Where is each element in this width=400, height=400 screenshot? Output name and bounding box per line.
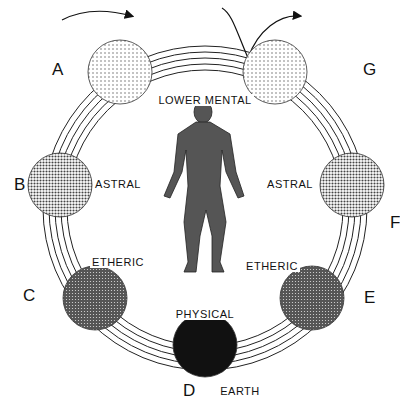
sphere-letter: G [363,60,376,80]
sphere-shape [172,312,238,378]
plane-label: PHYSICAL [174,308,236,320]
sphere-letter: F [390,213,400,233]
sphere-shape [87,39,153,105]
sphere-shape [27,152,93,218]
sphere-letter: E [364,288,375,308]
plane-label: ASTRAL [93,178,143,190]
orbit-sphere: D [172,312,238,378]
plane-label: EARTH [218,385,262,397]
sphere-letter: B [14,175,25,195]
sphere-letter: A [52,60,63,80]
sphere-shape [319,152,385,218]
plane-label: ASTRAL [265,178,315,190]
sphere-shape [279,265,345,331]
orbit-sphere: C [62,265,128,331]
orbit-sphere: E [279,265,345,331]
orbit-sphere: F [319,152,385,218]
sphere-letter: C [23,286,35,306]
human-figure [164,101,244,272]
plane-label: ETHERIC [244,260,300,272]
orbit-sphere: B [27,152,93,218]
sphere-letter: D [183,381,195,400]
sphere-shape [62,265,128,331]
plane-label: ETHERIC [90,256,146,268]
plane-label: LOWER MENTAL [156,94,253,106]
orbit-sphere: A [87,39,153,105]
